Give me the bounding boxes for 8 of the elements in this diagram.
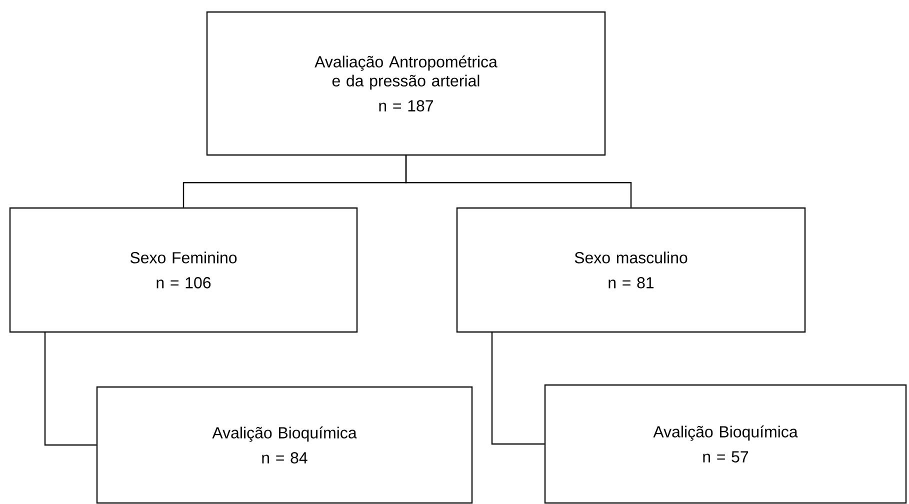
process-box: Sexo masculino n = 81 [456,207,806,333]
process-box: Avaliação Antropométrica e da pressão arterial n = 187 [206,11,606,156]
connector-line [405,156,632,208]
process-box: Avalição Bioquímica n = 57 [544,384,907,504]
connector-line [44,332,96,446]
process-box: Avalição Bioquímica n = 84 [96,386,473,504]
process-box: Sexo Feminino n = 106 [9,207,358,333]
connector-line [491,332,544,445]
